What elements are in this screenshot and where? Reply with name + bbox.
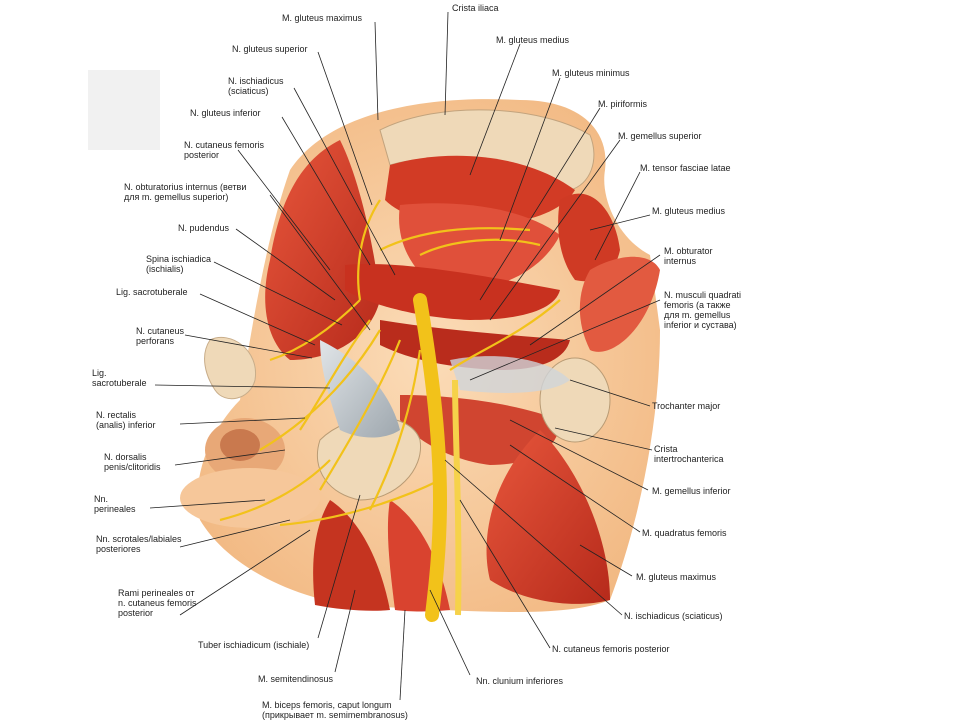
perineum-inner <box>220 429 260 461</box>
label-perineales: Nn. perineales <box>94 494 136 514</box>
label-cutaneus-femoris-posterior-bottom: N. cutaneus femoris posterior <box>552 644 670 654</box>
label-rectalis: N. rectalis (analis) inferior <box>96 410 156 430</box>
label-gemellus-superior: M. gemellus superior <box>618 131 702 141</box>
joint-capsule-ligaments <box>450 356 570 393</box>
label-gemellus-inferior: M. gemellus inferior <box>652 486 731 496</box>
label-crista-iliaca: Crista iliaca <box>452 3 499 13</box>
label-gluteus-maximus-top: M. gluteus maximus <box>282 13 363 23</box>
gluteus-minimus <box>399 203 560 291</box>
label-gluteus-inferior: N. gluteus inferior <box>190 108 261 118</box>
coccyx-bone <box>204 336 256 400</box>
label-crista-intertrochanterica: Crista intertrochanterica <box>654 444 724 464</box>
gluteus-maximus-right <box>486 430 610 604</box>
gluteus-medius-right <box>558 193 620 282</box>
label-semitendinosus: M. semitendinosus <box>258 674 334 684</box>
label-musculi-quadrati: N. musculi quadrati femoris (а также для… <box>664 290 742 330</box>
label-ischiadicus-right: N. ischiadicus (sciaticus) <box>624 611 723 621</box>
label-gluteus-maximus-right: M. gluteus maximus <box>636 572 717 582</box>
label-quadratus-femoris: M. quadratus femoris <box>642 528 727 538</box>
semitendinosus <box>313 500 390 611</box>
label-ischiadicus-top: N. ischiadicus (sciaticus) <box>228 76 284 96</box>
piriformis <box>345 264 560 320</box>
label-pudendus: N. pudendus <box>178 223 230 233</box>
background-shadow-shape <box>88 70 160 150</box>
label-gluteus-superior: N. gluteus superior <box>232 44 308 54</box>
label-lig-sacrotuberale-1: Lig. sacrotuberale <box>116 287 188 297</box>
label-gluteus-medius-right: M. gluteus medius <box>652 206 726 216</box>
posterior-femoral-cutaneous-nerve <box>452 379 462 616</box>
label-spina-ischiadica: Spina ischiadica (ischialis) <box>146 254 212 274</box>
label-scrotales: Nn. scrotales/labiales posteriores <box>96 534 182 554</box>
label-tensor-fasciae-latae: M. tensor fasciae latae <box>640 163 731 173</box>
sciatic-nerve <box>413 293 448 622</box>
perineum-fold <box>180 468 320 528</box>
label-dorsalis: N. dorsalis penis/clitoridis <box>104 452 161 472</box>
label-obturatorius-internus-nerve: N. obturatorius internus (ветви для m. g… <box>124 182 247 202</box>
label-lig-sacrotuberale-2: Lig. sacrotuberale <box>92 368 147 388</box>
label-trochanter-major: Trochanter major <box>652 401 721 411</box>
tensor-fasciae-latae <box>579 256 660 352</box>
label-cutaneus-perforans: N. cutaneus perforans <box>136 326 185 346</box>
label-obturator-internus: M. obturator internus <box>664 246 713 266</box>
label-piriformis: M. piriformis <box>598 99 647 109</box>
label-biceps-femoris: M. biceps femoris, caput longum (прикрыв… <box>262 700 408 720</box>
label-rami-perineales: Rami perineales от n. cutaneus femoris p… <box>118 588 197 618</box>
label-gluteus-medius-top: M. gluteus medius <box>496 35 570 45</box>
label-tuber-ischiadicum: Tuber ischiadicum (ischiale) <box>198 640 310 650</box>
label-gluteus-minimus: M. gluteus minimus <box>552 68 630 78</box>
label-cutaneus-femoris-posterior-left: N. cutaneus femoris posterior <box>184 140 265 160</box>
nerve-branches <box>219 199 561 527</box>
label-clunium: Nn. clunium inferiores <box>476 676 564 686</box>
